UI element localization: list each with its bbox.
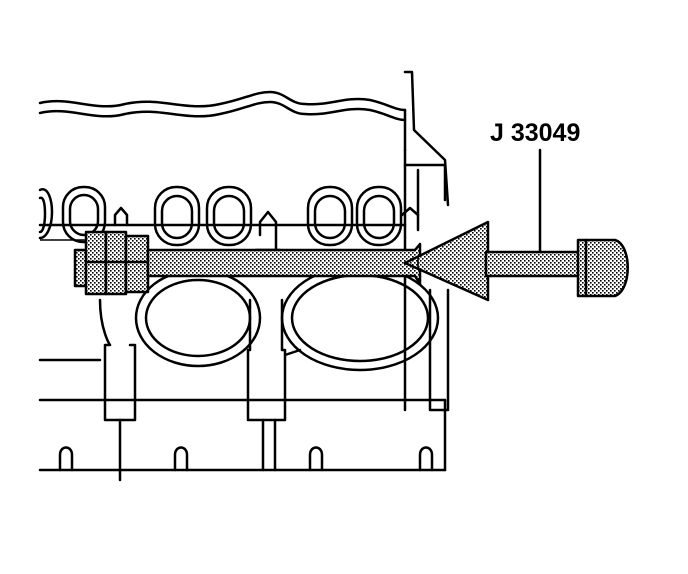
port-openings — [38, 185, 403, 247]
engine-block — [38, 264, 447, 482]
tool-label: J 33049 — [490, 119, 580, 147]
cylinder-head — [38, 70, 450, 241]
tool-callout: J 33049 — [490, 119, 580, 254]
rear-bracket — [403, 148, 450, 412]
tool-j-33049 — [73, 220, 629, 302]
